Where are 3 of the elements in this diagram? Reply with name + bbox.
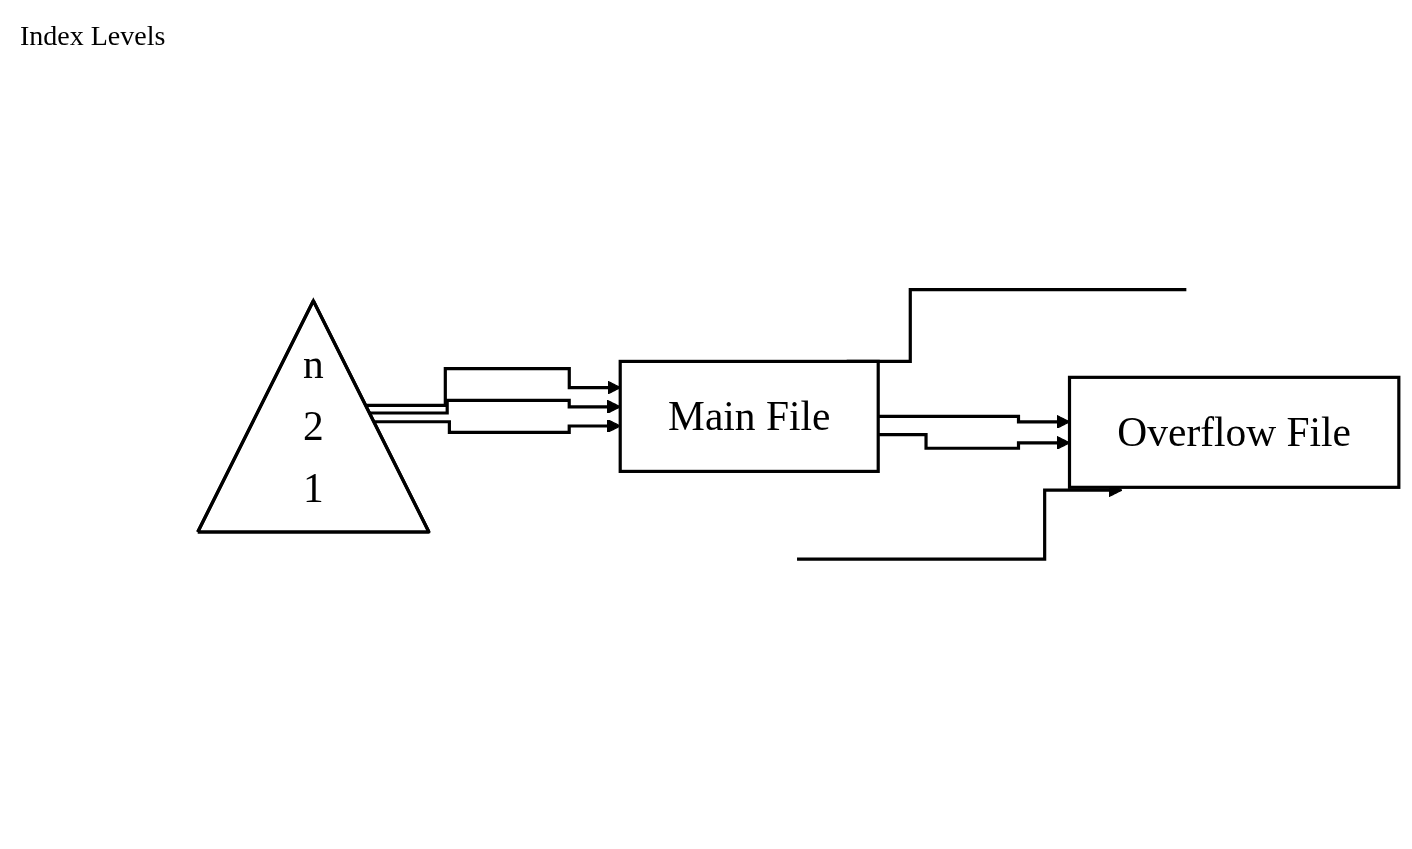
node-box: Main File: [619, 359, 881, 474]
node-box: Overflow File: [1068, 375, 1401, 490]
side-label: Index Levels: [20, 20, 166, 52]
